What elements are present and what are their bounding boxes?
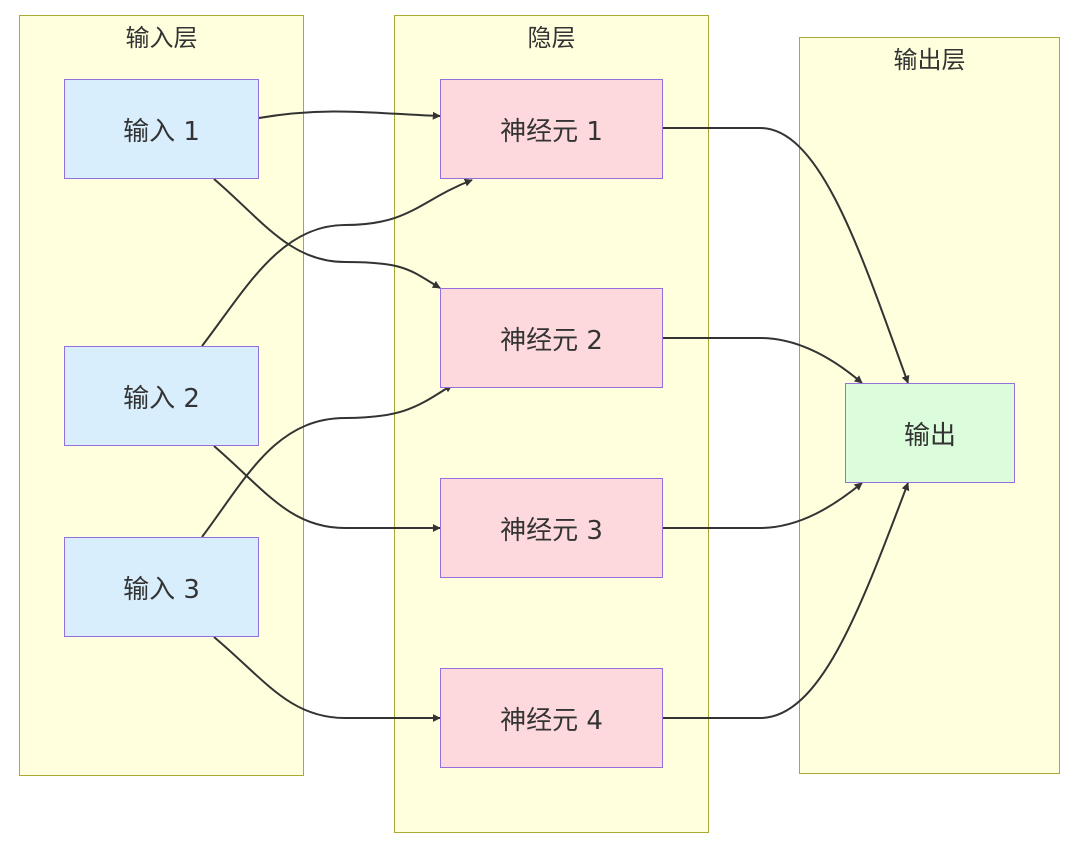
node-input-1-label: 输入 1 (123, 116, 200, 147)
input-layer-title: 输入层 (125, 24, 198, 52)
node-output[interactable]: 输出 (845, 383, 1015, 483)
node-neuron-1-label: 神经元 1 (500, 116, 603, 147)
node-input-1[interactable]: 输入 1 (64, 79, 259, 179)
node-input-3-label: 输入 3 (123, 574, 200, 605)
node-neuron-1[interactable]: 神经元 1 (440, 79, 663, 179)
node-input-3[interactable]: 输入 3 (64, 537, 259, 637)
node-neuron-2-label: 神经元 2 (500, 325, 603, 356)
node-neuron-3[interactable]: 神经元 3 (440, 478, 663, 578)
node-neuron-4[interactable]: 神经元 4 (440, 668, 663, 768)
node-neuron-4-label: 神经元 4 (500, 705, 603, 736)
node-input-2-label: 输入 2 (123, 383, 200, 414)
node-neuron-3-label: 神经元 3 (500, 515, 603, 546)
node-neuron-2[interactable]: 神经元 2 (440, 288, 663, 388)
node-input-2[interactable]: 输入 2 (64, 346, 259, 446)
output-layer-title: 输出层 (893, 46, 966, 74)
hidden-layer-title: 隐层 (527, 24, 576, 52)
node-output-label: 输出 (903, 420, 956, 451)
